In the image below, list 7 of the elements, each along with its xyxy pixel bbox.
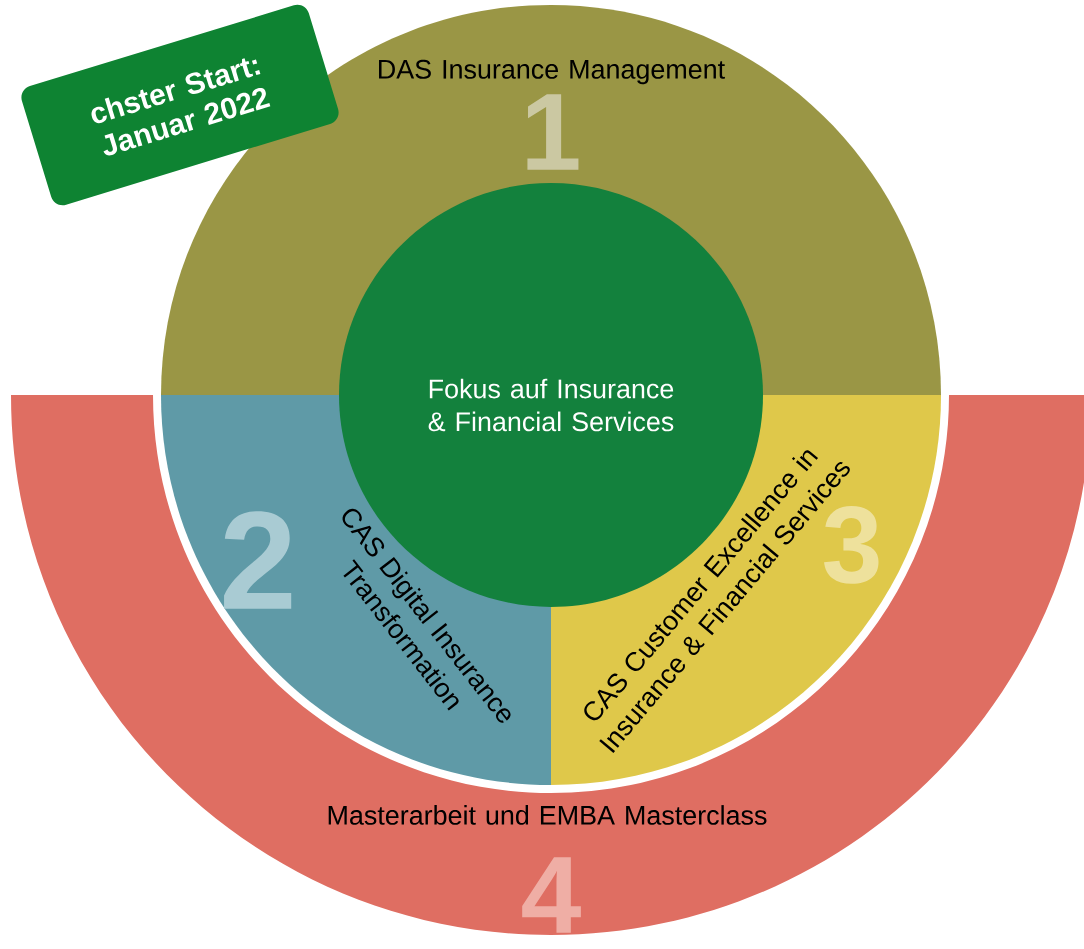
start-date-banner: chster Start: Januar 2022 [21, 4, 339, 206]
segment-number: 2 [224, 511, 292, 609]
segment-number: 1 [527, 94, 579, 170]
segment-number: 4 [522, 857, 581, 933]
segment-label: Masterarbeit und EMBA Masterclass [328, 805, 767, 825]
segment-label: DAS Insurance Management [379, 59, 725, 85]
segment-label: Fokus auf Insurance & Financial Services [428, 378, 674, 432]
